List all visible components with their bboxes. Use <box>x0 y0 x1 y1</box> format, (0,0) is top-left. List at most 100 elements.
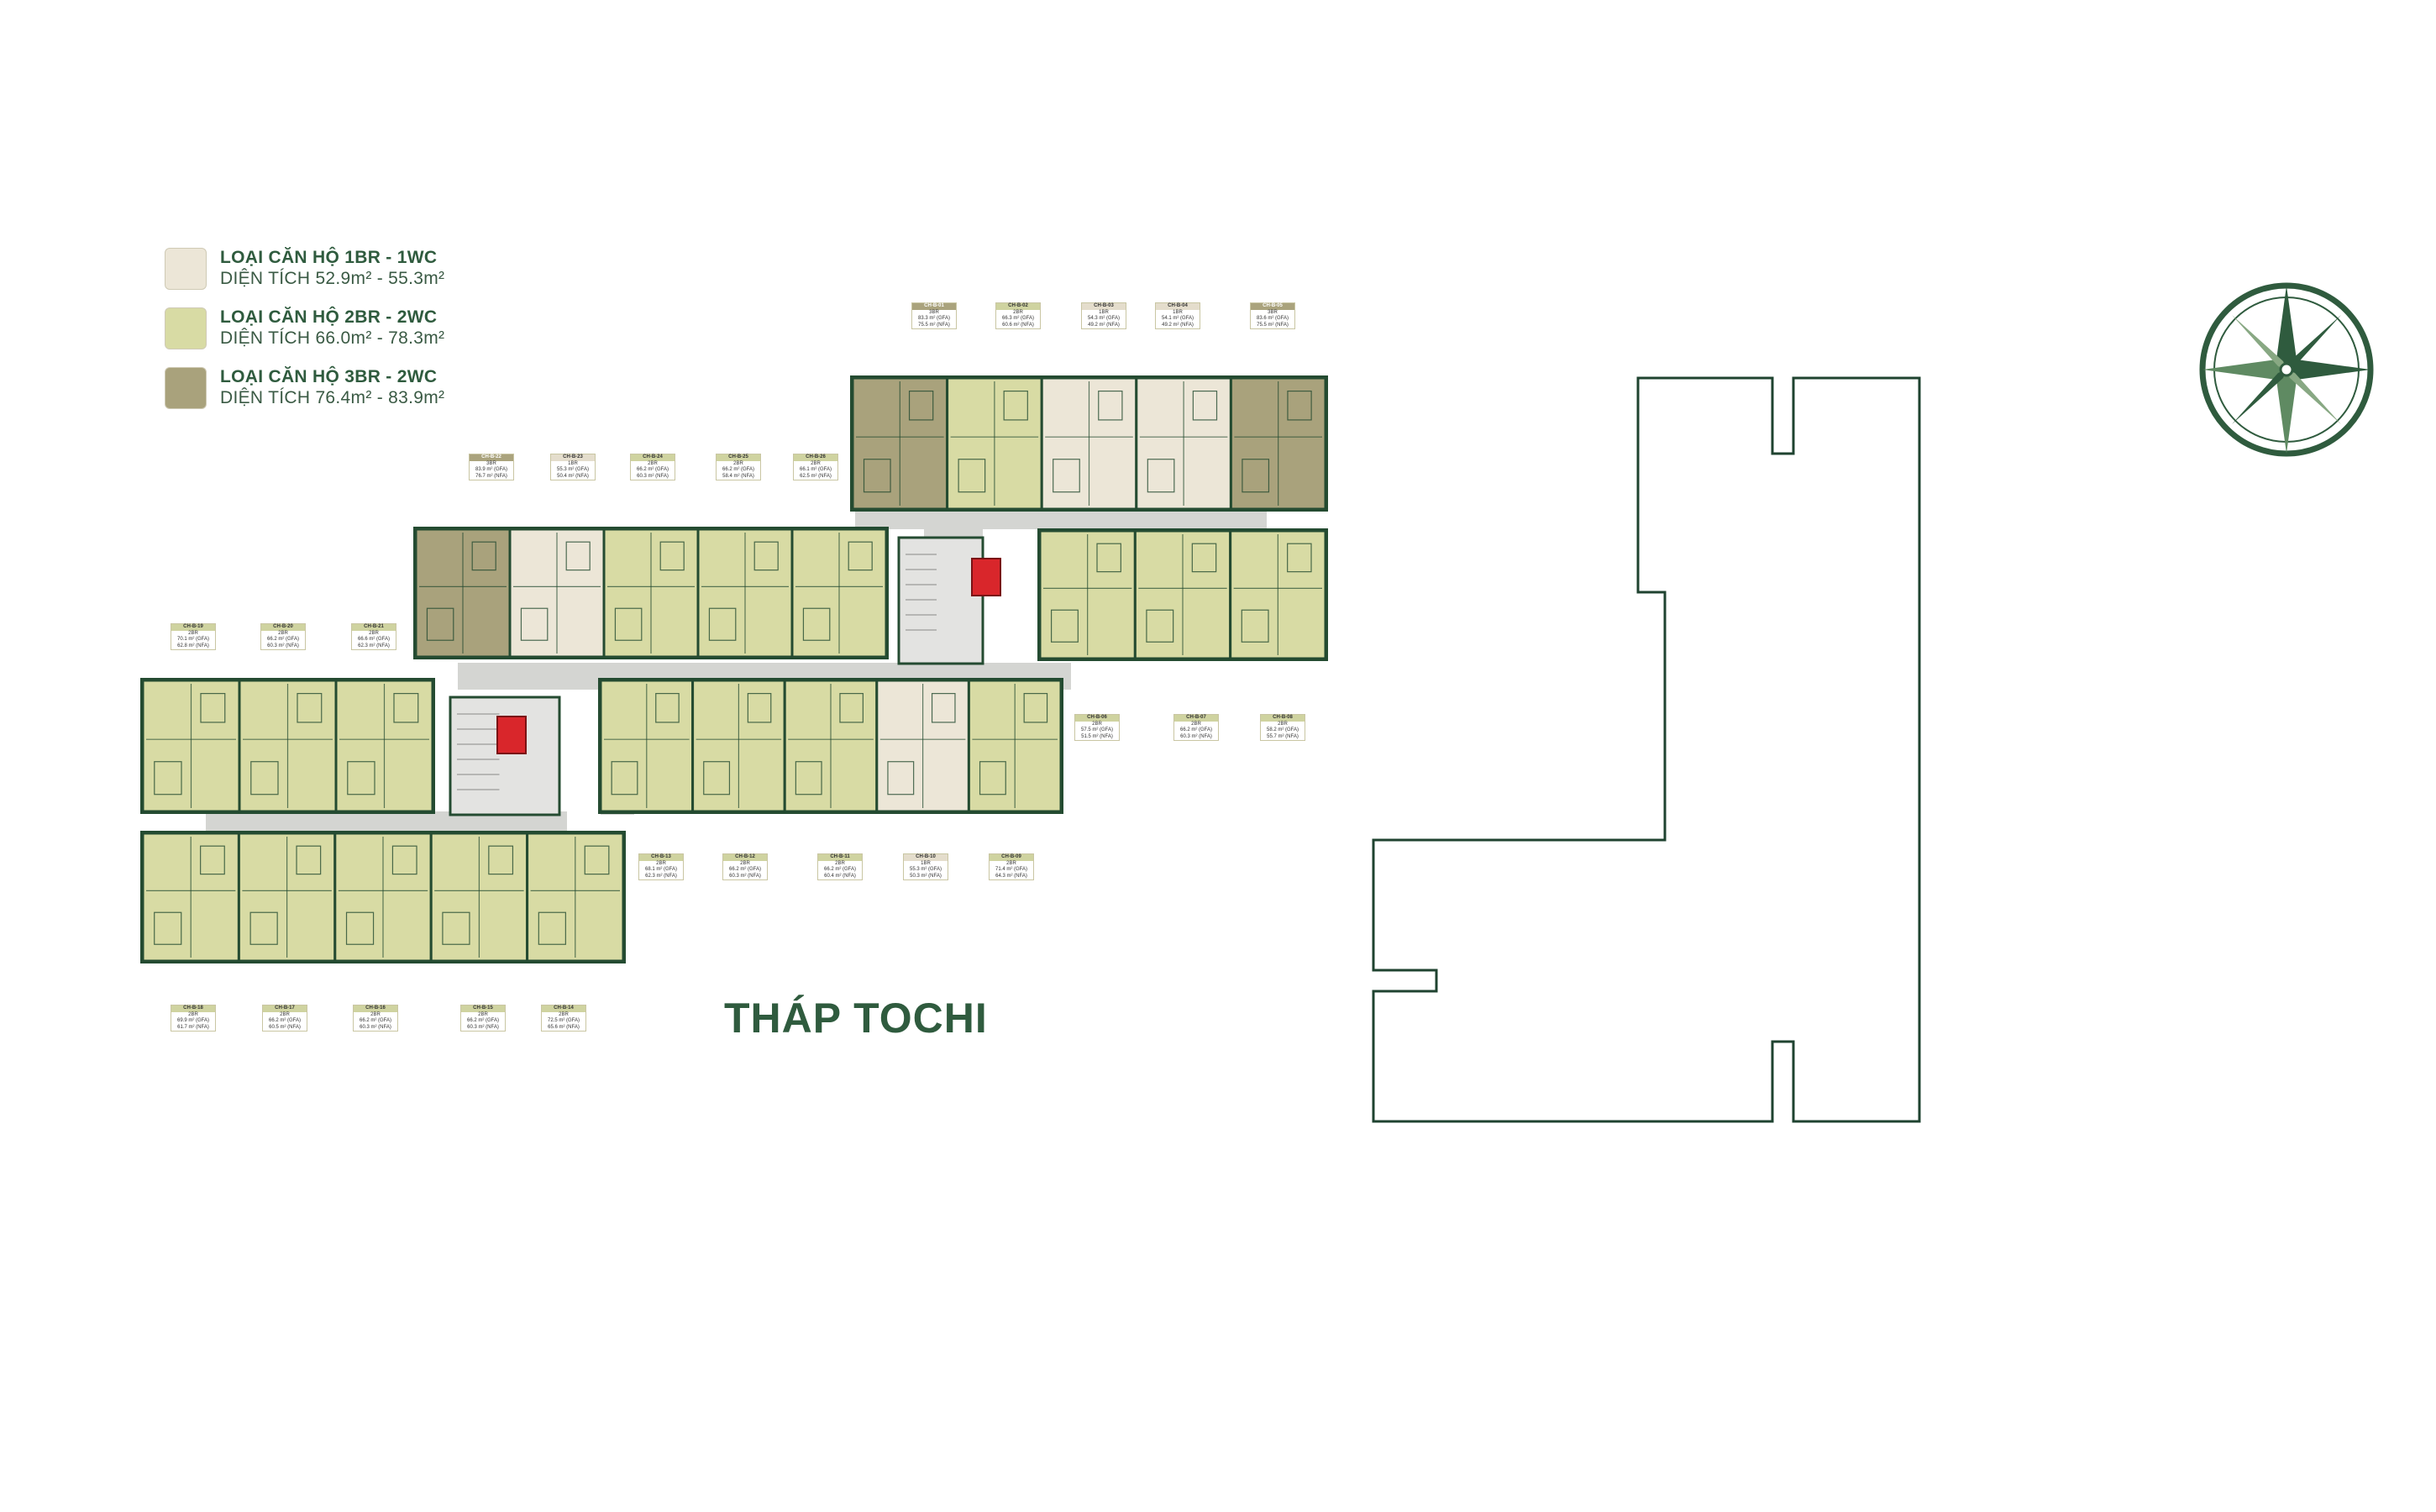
unit-gfa: 66.2 m² (GFA) <box>728 867 761 872</box>
unit-type: 2BR <box>740 860 750 866</box>
unit-code: CH-B-10 <box>904 854 948 861</box>
legend-type-2br: LOẠI CĂN HỘ 2BR - 2WC <box>220 307 438 328</box>
unit-code: CH-B-04 <box>1156 303 1200 310</box>
unit-code: CH-B-17 <box>263 1005 307 1012</box>
unit-nfa: 49.2 m² (NFA) <box>1088 322 1120 328</box>
bed-icon <box>426 607 454 641</box>
bed-icon <box>249 911 278 945</box>
compass-rose-icon <box>2194 277 2379 466</box>
unit-gfa: 55.3 m² (GFA) <box>556 467 589 472</box>
unit-code: CH-B-18 <box>171 1005 215 1012</box>
unit-gfa: 55.3 m² (GFA) <box>909 867 942 872</box>
bed-icon <box>1241 609 1269 643</box>
unit-gfa: 70.1 m² (GFA) <box>176 637 209 642</box>
legend-item-1br: LOẠI CĂN HỘ 1BR - 1WC DIỆN TÍCH 52.9m² -… <box>165 245 444 291</box>
unit-gfa: 66.2 m² (GFA) <box>636 467 669 472</box>
unit-gfa: 71.4 m² (GFA) <box>995 867 1027 872</box>
legend-type-3br: LOẠI CĂN HỘ 3BR - 2WC <box>220 367 438 387</box>
legend-area-3br: DIỆN TÍCH 76.4m² - 83.9m² <box>220 387 445 407</box>
unit-nfa: 75.5 m² (NFA) <box>918 322 950 328</box>
unit-gfa: 66.2 m² (GFA) <box>1179 727 1212 732</box>
unit-type: 2BR <box>559 1011 569 1017</box>
unit-code: CH-B-05 <box>1251 303 1294 310</box>
unit-gfa: 66.3 m² (GFA) <box>1001 316 1034 321</box>
unit-type: 1BR <box>1099 309 1109 315</box>
bath-icon <box>200 845 225 875</box>
unit-nfa: 65.6 m² (NFA) <box>548 1024 580 1030</box>
bath-icon <box>393 692 419 723</box>
unit-code: CH-B-14 <box>542 1005 585 1012</box>
unit-nfa: 55.7 m² (NFA) <box>1267 733 1299 739</box>
unit-nfa: 76.7 m² (NFA) <box>475 473 507 479</box>
unit-gfa: 83.9 m² (GFA) <box>475 467 507 472</box>
elevator-icon <box>971 558 1001 596</box>
unit-type: 1BR <box>921 860 931 866</box>
bed-icon <box>347 761 375 795</box>
unit-nfa: 62.5 m² (NFA) <box>800 473 832 479</box>
unit-nfa: 61.7 m² (NFA) <box>177 1024 209 1030</box>
unit-type: 2BR <box>280 1011 290 1017</box>
bath-icon <box>471 541 496 571</box>
unit-gfa: 66.2 m² (GFA) <box>359 1018 391 1023</box>
unit-type: 2BR <box>835 860 845 866</box>
unit-gfa: 54.3 m² (GFA) <box>1087 316 1120 321</box>
unit-nfa: 60.3 m² (NFA) <box>1180 733 1212 739</box>
unit-code: CH-B-08 <box>1261 715 1305 722</box>
unit-code: CH-B-11 <box>818 854 862 861</box>
elevator-icon <box>496 716 527 754</box>
legend-area-1br: DIỆN TÍCH 52.9m² - 55.3m² <box>220 268 445 288</box>
tower-title: THÁP TOCHI <box>724 995 988 1042</box>
bath-icon <box>584 845 610 875</box>
unit-code: CH-B-25 <box>717 454 760 461</box>
unit-gfa: 66.6 m² (GFA) <box>357 637 390 642</box>
bed-icon <box>979 761 1006 795</box>
bed-icon <box>703 761 731 795</box>
unit-nfa: 60.3 m² (NFA) <box>467 1024 499 1030</box>
unit-gfa: 68.1 m² (GFA) <box>644 867 677 872</box>
legend-swatch-1br <box>165 247 207 290</box>
bed-icon <box>611 761 638 795</box>
unit-nfa: 60.6 m² (NFA) <box>1002 322 1034 328</box>
unit-type: 3BR <box>486 460 496 466</box>
bath-icon <box>1098 391 1123 421</box>
bed-icon <box>154 911 182 945</box>
bed-icon <box>863 459 891 493</box>
unit-gfa: 66.2 m² (GFA) <box>466 1018 499 1023</box>
bed-icon <box>442 911 470 945</box>
unit-nfa: 60.3 m² (NFA) <box>637 473 669 479</box>
unit-type: 2BR <box>188 630 198 636</box>
key-plan-outline <box>1372 376 1921 1123</box>
unit-type: 3BR <box>1268 309 1278 315</box>
unit-nfa: 58.4 m² (NFA) <box>722 473 754 479</box>
unit-nfa: 49.2 m² (NFA) <box>1162 322 1194 328</box>
unit-nfa: 50.4 m² (NFA) <box>557 473 589 479</box>
unit-type: 2BR <box>278 630 288 636</box>
bath-icon <box>565 541 591 571</box>
unit-type: 2BR <box>370 1011 381 1017</box>
unit-gfa: 66.2 m² (GFA) <box>823 867 856 872</box>
unit-type: 2BR <box>1006 860 1016 866</box>
bath-icon <box>753 541 779 571</box>
unit-code: CH-B-01 <box>912 303 956 310</box>
bath-icon <box>1096 543 1121 573</box>
unit-type-legend: LOẠI CĂN HỘ 1BR - 1WC DIỆN TÍCH 52.9m² -… <box>165 245 444 424</box>
unit-gfa: 69.9 m² (GFA) <box>176 1018 209 1023</box>
bath-icon <box>1023 692 1048 723</box>
stair-core <box>897 536 984 665</box>
bed-icon <box>614 607 643 641</box>
unit-gfa: 72.5 m² (GFA) <box>547 1018 580 1023</box>
bed-icon <box>708 607 737 641</box>
unit-nfa: 60.4 m² (NFA) <box>824 873 856 879</box>
bath-icon <box>391 845 417 875</box>
